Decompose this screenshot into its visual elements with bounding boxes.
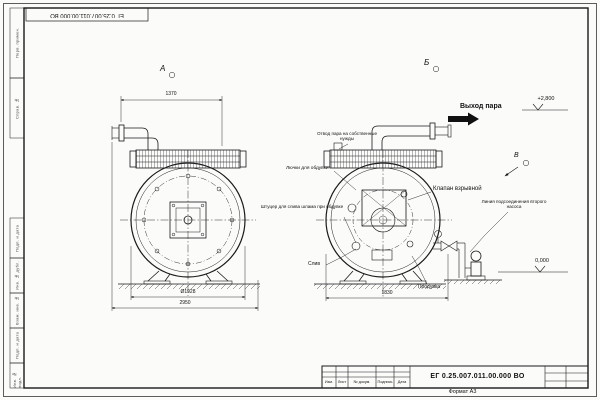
view-v-label: В: [514, 152, 519, 159]
view-b-label: Б: [424, 58, 430, 67]
format-label: Формат А3: [448, 389, 477, 395]
sludge-fitting-label: Штуцер для слива шлама при обдувке: [260, 204, 344, 209]
dim-2950: 2950: [179, 300, 191, 306]
steam-flow-arrow-icon: [448, 112, 479, 126]
frame-label-sprav-no: Справ. №: [14, 97, 20, 119]
title-block-doc-number: ЕГ 0.25.007.011.00.000 ВО: [430, 372, 525, 380]
frame-label-perv-primen: Перв. примен.: [14, 27, 20, 59]
dimension-lines: [111, 96, 449, 311]
title-col-podpis: Подпись: [377, 380, 393, 384]
view-v-direction-arrow-icon: [504, 166, 519, 177]
title-block-lines: [321, 365, 589, 389]
steam-outlet-label: Выход пара: [460, 103, 502, 110]
drain-label: Слив: [308, 261, 320, 267]
title-col-list: Лист: [337, 380, 347, 384]
frame-label-podp-data-1: Подп. и дата: [14, 224, 20, 252]
steam-own-needs-label: Отвод пара на собственные нужды: [316, 131, 378, 142]
title-col-izm: Изм.: [324, 380, 334, 384]
dim-diameter-1928: Ø1928: [180, 289, 196, 295]
elevation-top-label: +2,800: [537, 96, 555, 102]
dim-1830: 1830: [381, 290, 393, 296]
annotation-leader-lines: [325, 143, 509, 285]
title-col-data: Дата: [397, 380, 407, 384]
pump-assembly-drawing: [433, 230, 502, 284]
elevation-and-arrows: [168, 65, 568, 273]
second-pump-line-label: Линия подсоединения второго насоса: [481, 199, 547, 210]
view-a-front-drawing: [111, 124, 260, 296]
frame-label-inv-podl: Инв. № подл.: [12, 371, 22, 388]
explosion-valve-label: Клапан взрывной: [433, 186, 482, 192]
dim-1370: 1370: [165, 91, 177, 97]
blowdown-label: Продувка: [417, 284, 441, 290]
elevation-zero-label: 0,000: [535, 258, 549, 264]
corner-stamp-doc-number: ЕГ 0.25.007.011.00.000 ВО: [50, 11, 124, 18]
blow-hatches-label: Лючки для обдувки: [286, 166, 329, 171]
frame-label-vzam-inv: Взам. инв. №: [14, 295, 20, 326]
title-col-dokum: № докум.: [353, 380, 371, 384]
drawing-frame: [3, 3, 597, 397]
view-b-front-drawing: [314, 122, 452, 298]
frame-label-podp-data-2: Подп. и дата: [14, 331, 20, 360]
frame-label-inv-dubl: Инв. № дубл.: [14, 260, 20, 291]
view-a-label: А: [160, 64, 166, 73]
